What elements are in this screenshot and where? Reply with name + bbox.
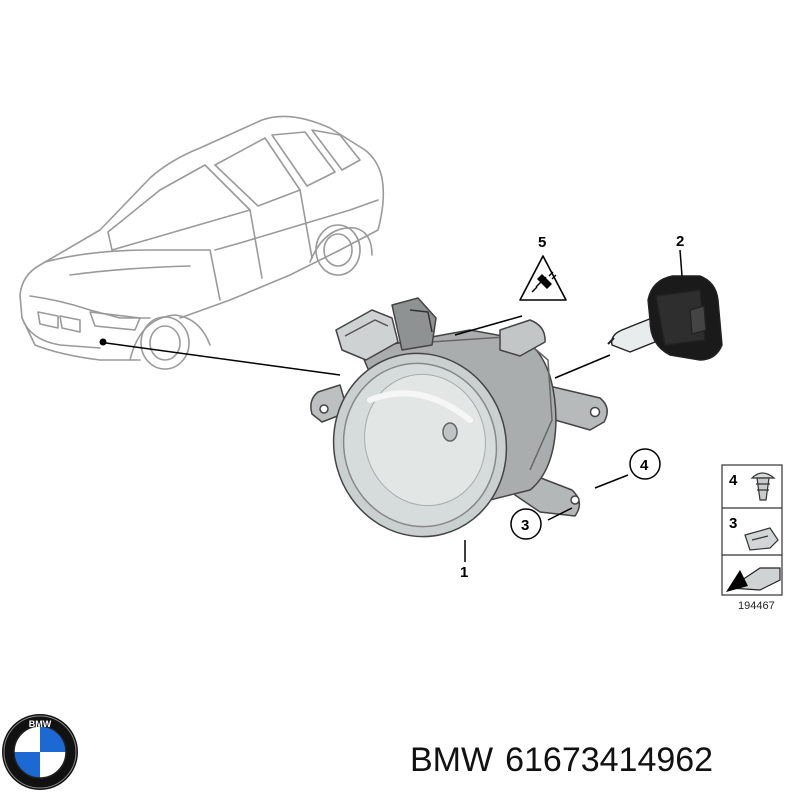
svg-text:2: 2 <box>676 233 684 250</box>
car-outline <box>19 115 385 370</box>
push-rivet-icon <box>750 472 776 501</box>
brand-name: BMW <box>410 741 494 779</box>
arrow-icon <box>726 567 781 592</box>
callout-2: 2 <box>676 233 684 250</box>
clip-nut-icon <box>744 527 779 551</box>
plug-icon <box>531 271 557 293</box>
bmw-logo: BMW <box>2 714 78 790</box>
parts-legend: 4 3 194467 <box>721 464 783 612</box>
svg-text:4: 4 <box>729 472 738 489</box>
callout-3: 3 <box>510 508 542 540</box>
bmw-logo-lettering: BMW <box>29 719 52 729</box>
leader-lines <box>454 249 683 562</box>
callout-5: 5 <box>519 234 567 301</box>
svg-text:194467: 194467 <box>738 600 775 612</box>
svg-text:3: 3 <box>729 515 737 532</box>
part-number: 61673414962 <box>505 741 714 779</box>
svg-text:5: 5 <box>538 234 546 251</box>
fog-light-assembly <box>310 297 608 538</box>
svg-text:4: 4 <box>640 457 649 474</box>
fog-light-location-dot <box>99 338 107 346</box>
svg-text:3: 3 <box>521 517 529 534</box>
h11-bulb <box>607 275 723 361</box>
product-title: BMW 61673414962 <box>410 735 713 785</box>
leader-line-car <box>105 342 341 376</box>
callout-1: 1 <box>460 564 468 581</box>
callout-4: 4 <box>629 448 661 480</box>
svg-text:1: 1 <box>460 564 468 581</box>
